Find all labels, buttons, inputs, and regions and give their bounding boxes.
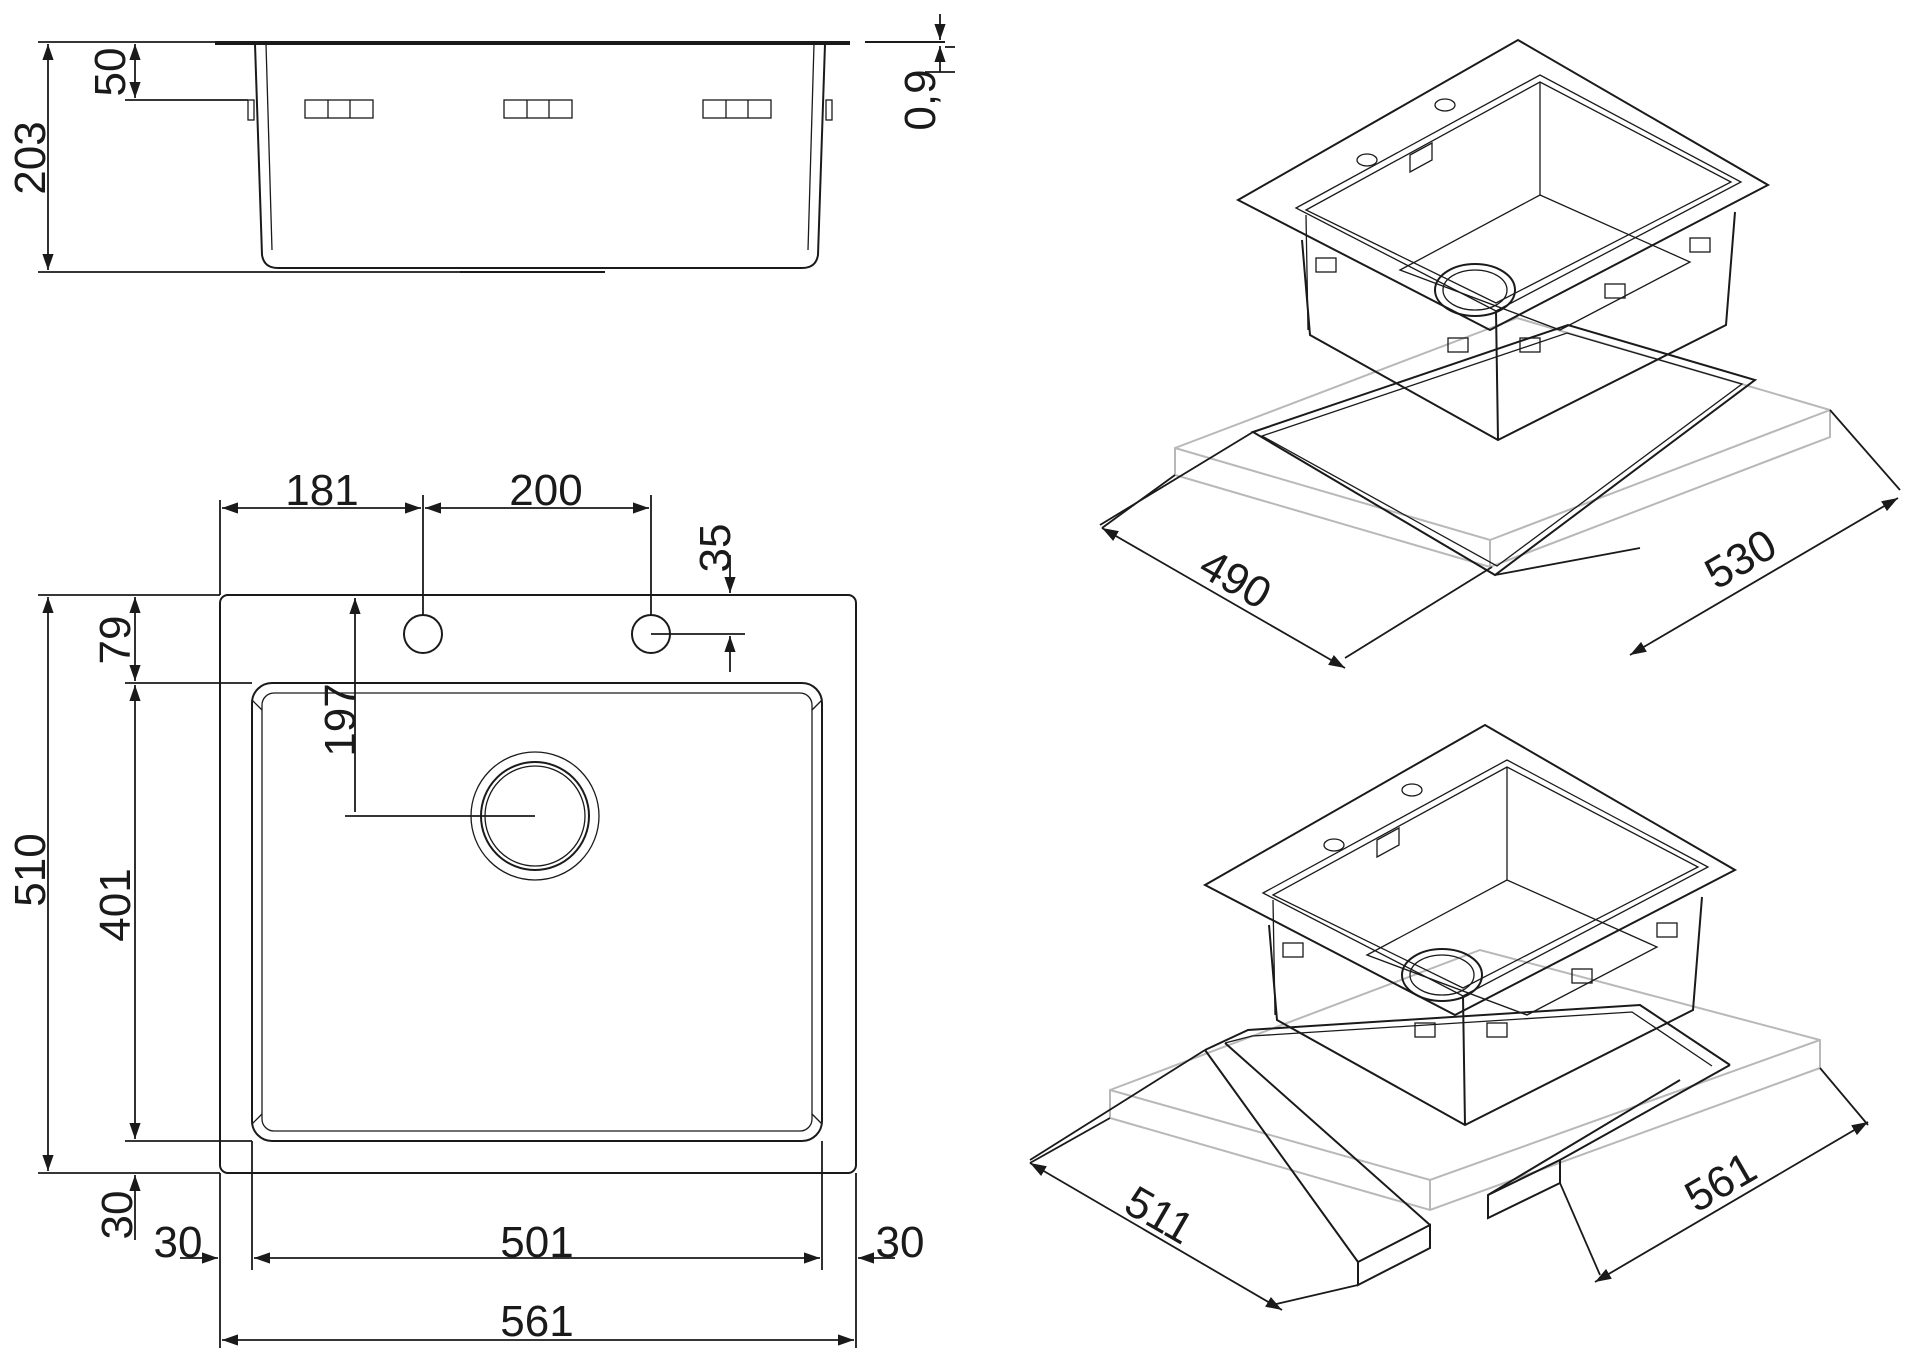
dim-561-iso: 561 [1677,1143,1765,1222]
dim-203: 203 [6,121,55,194]
dim-181: 181 [285,466,358,515]
dim-0-9: 0,9 [896,69,945,130]
top-view: 181 200 35 510 79 401 30 197 30 501 30 [6,466,924,1348]
dim-401: 401 [91,868,140,941]
clip-right [702,99,772,119]
iso-lower: 511 561 [1029,723,1869,1311]
dim-30-bottom: 30 [93,1191,142,1240]
dim-79: 79 [91,616,140,665]
clip-center [503,99,573,119]
iso-upper: 490 530 [1099,38,1901,669]
dim-30-left: 30 [154,1218,203,1267]
side-view: 203 50 0,9 [6,14,955,273]
dim-35: 35 [691,524,740,573]
tap-hole-left [403,614,443,654]
clip-left [304,99,374,119]
dim-30-right: 30 [876,1218,925,1267]
dim-501: 501 [500,1218,573,1267]
dim-561: 561 [500,1297,573,1346]
dim-197: 197 [316,683,365,756]
dim-50: 50 [86,48,135,97]
dim-511: 511 [1117,1177,1202,1255]
dim-530: 530 [1697,520,1785,599]
dim-200: 200 [509,466,582,515]
dim-510: 510 [6,833,55,906]
dim-490: 490 [1191,540,1279,619]
